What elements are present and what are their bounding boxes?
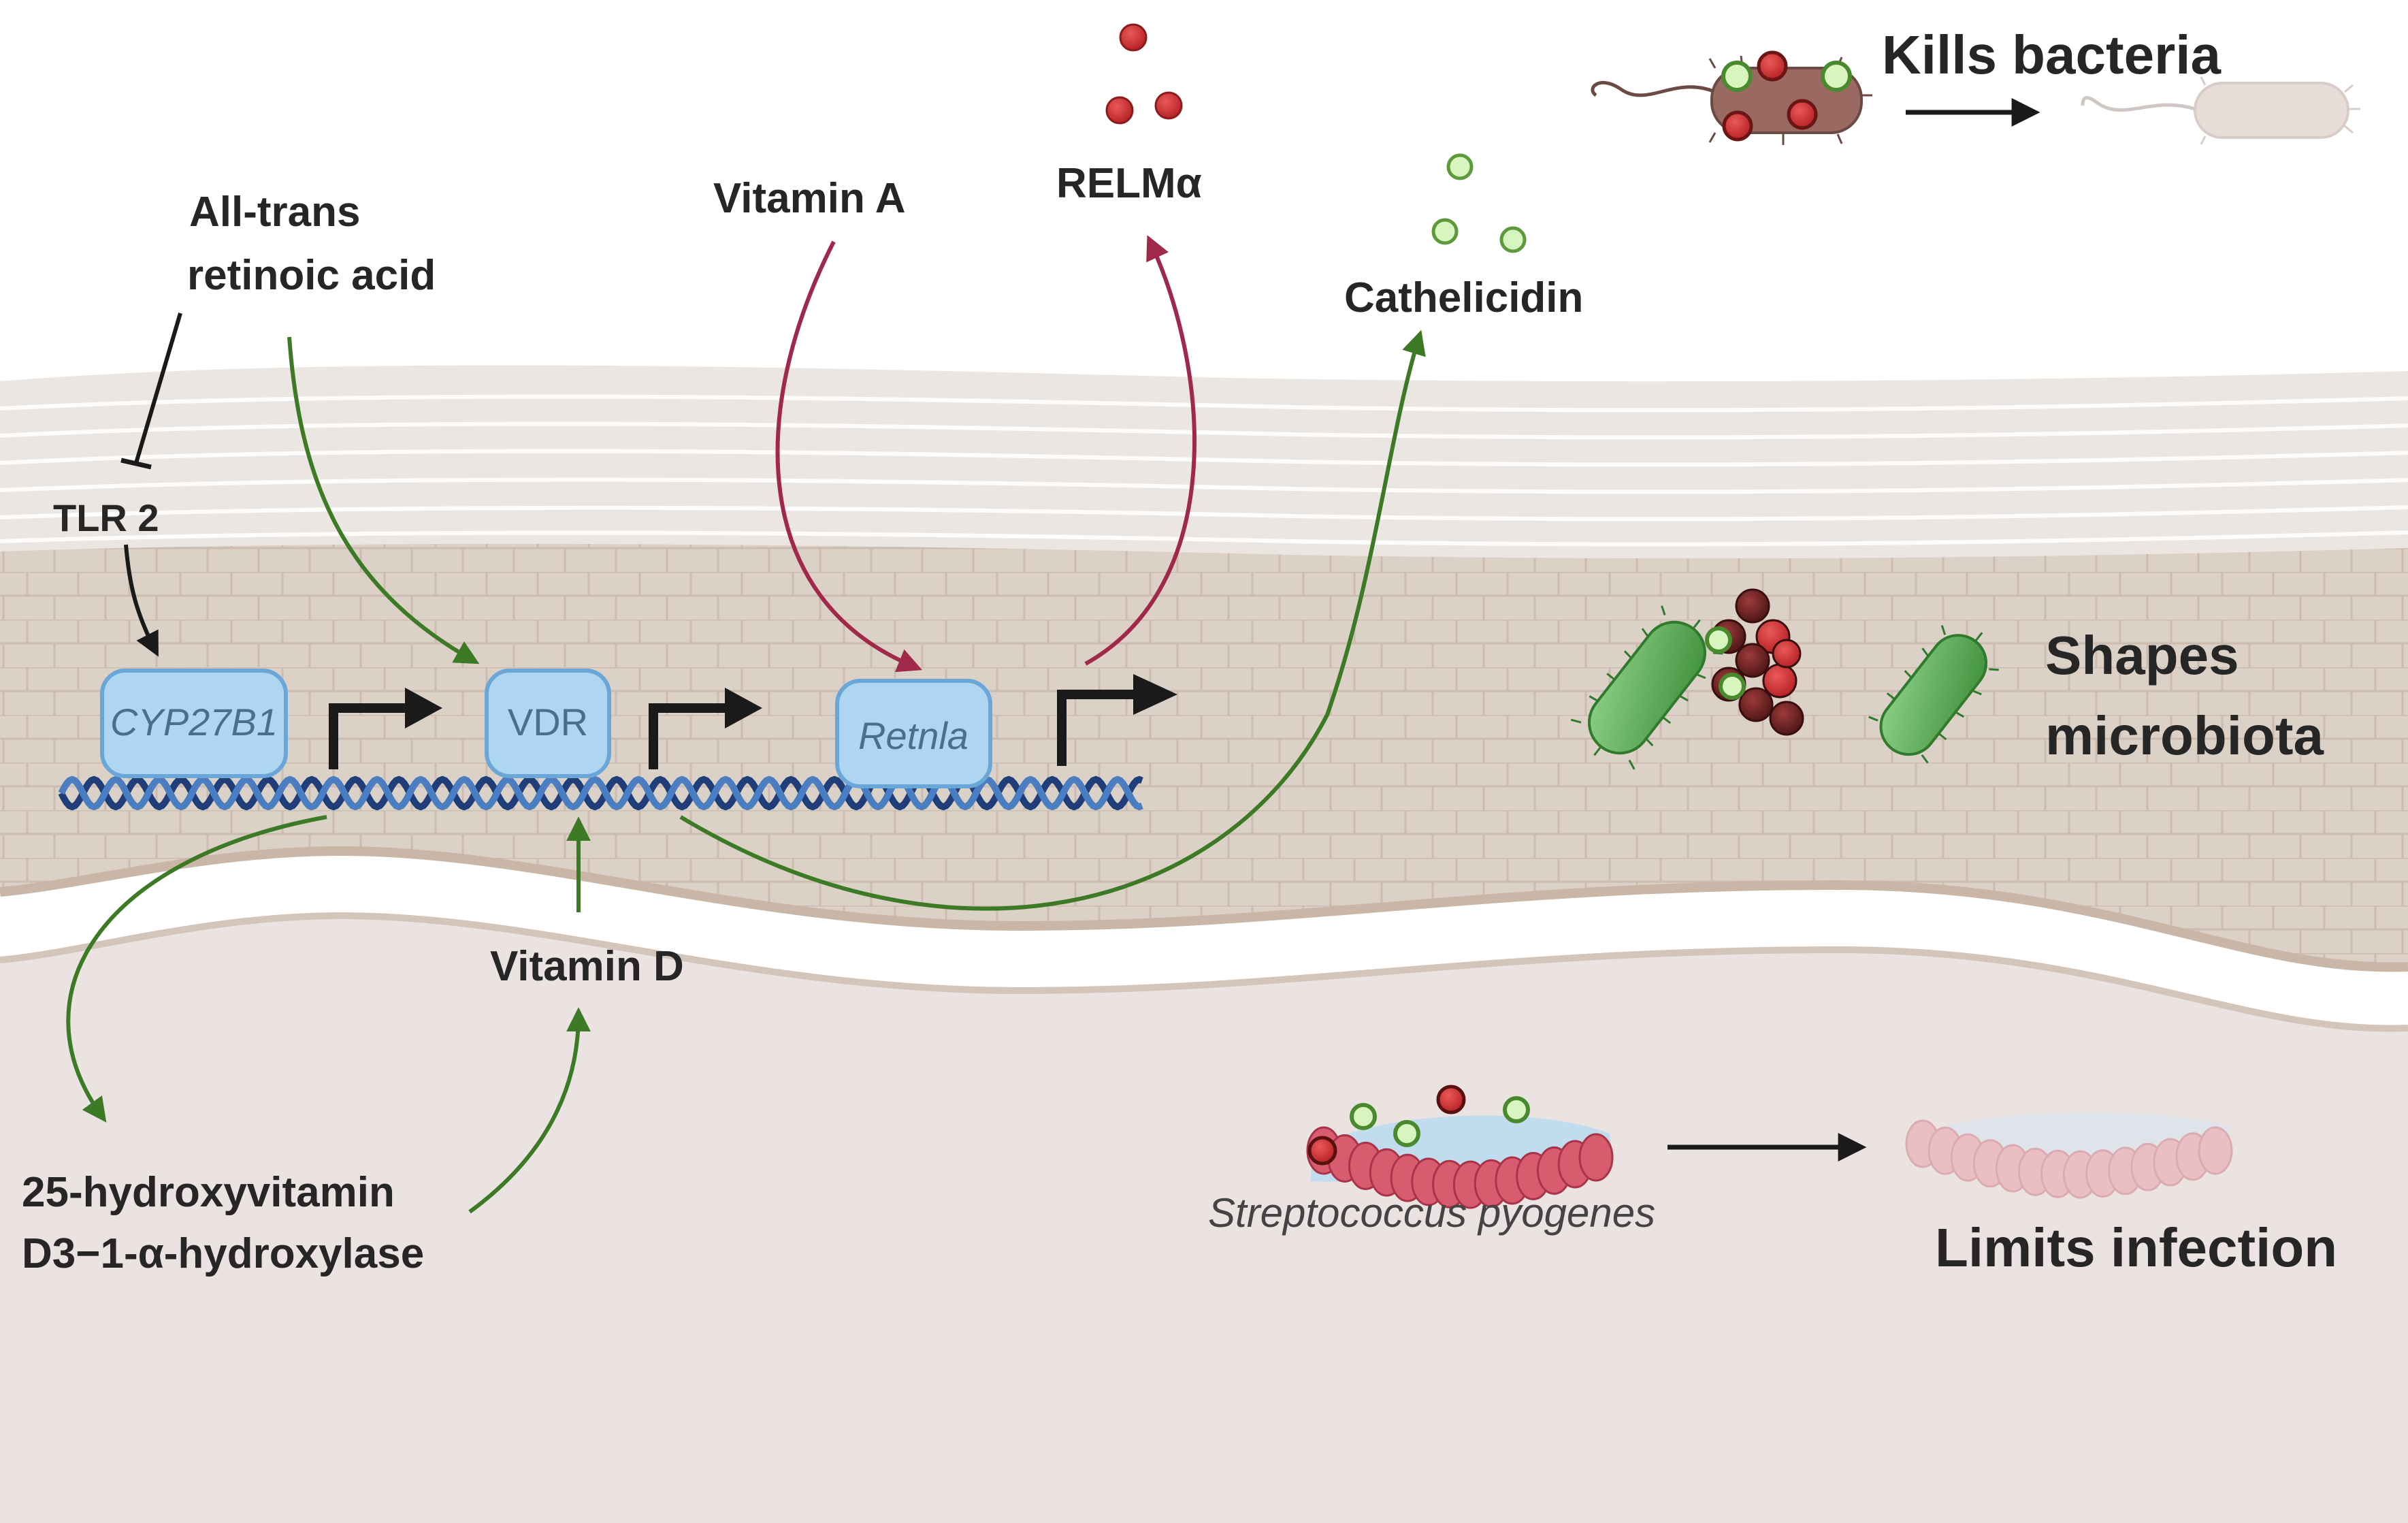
strep-cell [1578,1133,1614,1182]
label-vitamin-d: Vitamin D [490,943,684,990]
streptococcus-chain-cleared [1905,1112,2233,1199]
labels: All-trans retinoic acid TLR 2 Vitamin A … [22,25,2337,1278]
dna-strand-2 [58,775,1143,811]
label-atra-line2: retinoic acid [187,252,436,299]
retnla-to-relma-arrow [1084,235,1197,666]
label-vitamin-a: Vitamin A [713,175,906,222]
streptococcus-chain-attacked [1306,1085,1614,1209]
promoter-arrow-3 [1057,690,1137,766]
atra-inhibits-tlr2-line [134,312,182,464]
dna-to-cathelicidin-arrow [679,330,1426,911]
vitamin-a-to-retnla-arrow [775,240,922,673]
strep-cell [2198,1126,2233,1175]
label-atra-line1: All-trans [189,189,360,236]
label-relma: RELMα [1056,160,1202,207]
promoter-arrow-2 [649,703,728,769]
gene-cyp27b1: CYP27B1 [100,669,288,778]
bacterium-dead [2081,76,2360,145]
tlr2-to-cyp27b1-arrow [124,544,159,657]
gene-retnla-label: Retnla [858,714,969,757]
gene-vdr: VDR [485,669,611,778]
dermis [0,916,2408,1523]
relma-molecules [1105,23,1183,125]
basal-layer [0,846,2408,972]
epidermis [0,543,2408,967]
regulatory-arrows [66,235,1426,1214]
label-hydroxylase-line1: 25-hydroxyvitamin [22,1169,395,1216]
label-shapes-line2: microbiota [2045,705,2324,766]
gene-cyp27b1-label: CYP27B1 [110,701,278,743]
atra-to-vdr-arrow [287,336,480,664]
label-limits-infection: Limits infection [1935,1217,2337,1278]
stratum-corneum [0,365,2408,565]
label-cathelicidin: Cathelicidin [1344,274,1583,321]
promoter-arrow-1 [329,703,408,769]
skin-layers [0,365,2408,1523]
gene-vdr-label: VDR [508,701,588,743]
label-tlr2: TLR 2 [53,496,159,539]
gene-retnla: Retnla [835,679,992,788]
inhibition-bar [120,458,152,470]
molecule-cluster [1705,588,1804,736]
corneum-lines [0,394,2408,547]
microbiota-cluster [1570,588,1999,770]
hydroxylase-to-vitamin-d-arrow [468,1007,591,1214]
label-shapes-line1: Shapes [2045,625,2239,686]
promoter-arrows [329,674,1177,769]
label-hydroxylase-line2: D3−1-α-hydroxylase [22,1230,424,1277]
label-kills-bacteria: Kills bacteria [1882,25,2222,85]
label-streptococcus: Streptococcus pyogenes [1208,1190,1655,1236]
dna-to-hydroxylase-arrow [66,815,327,1123]
cathelicidin-molecules [1431,153,1527,253]
bacterium-attacked [1591,50,1872,145]
